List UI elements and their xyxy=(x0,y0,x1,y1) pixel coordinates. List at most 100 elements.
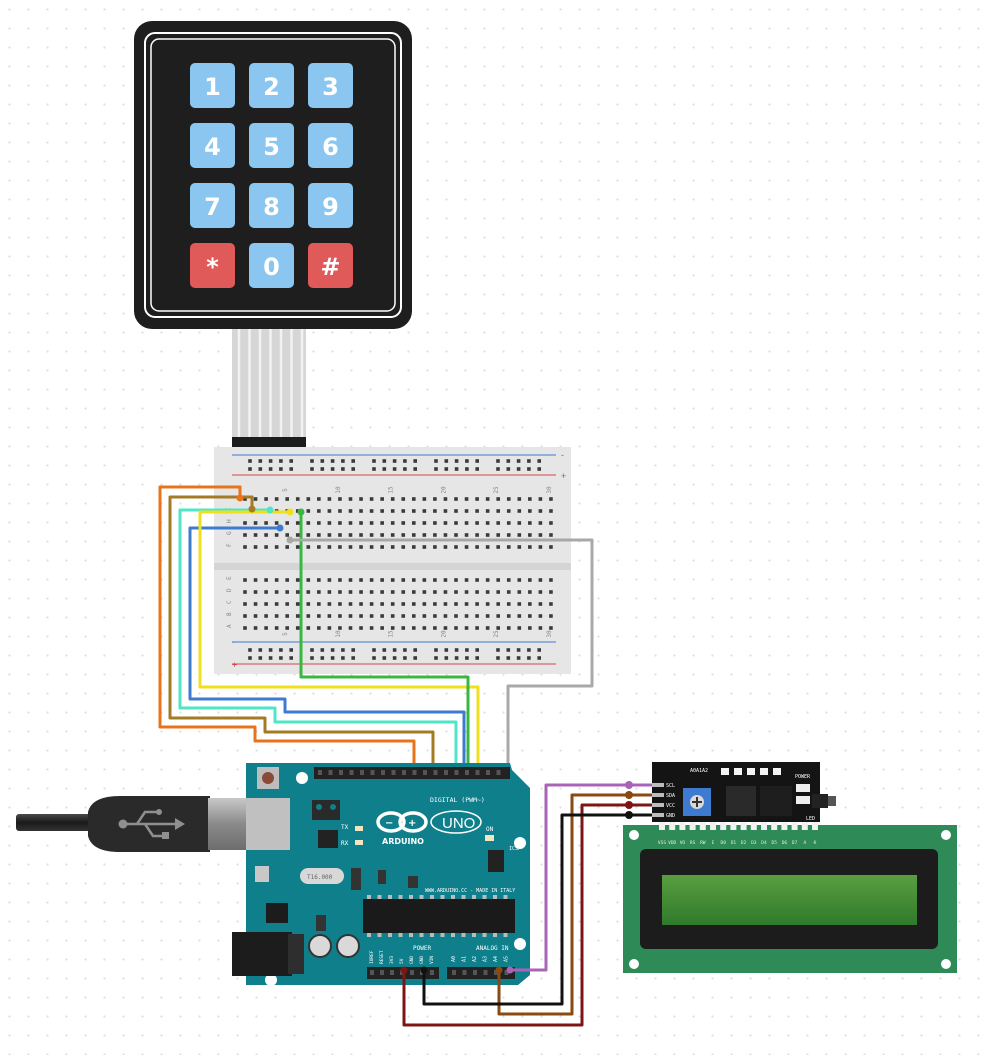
mount-hole xyxy=(514,938,526,950)
breadboard-hole xyxy=(264,545,268,549)
svg-text:−: − xyxy=(385,818,393,829)
key-cap[interactable] xyxy=(190,183,235,228)
breadboard-hole xyxy=(380,578,384,582)
key-cap[interactable] xyxy=(308,183,353,228)
key-cap[interactable] xyxy=(190,63,235,108)
breadboard-hole xyxy=(485,509,490,513)
breadboard-hole xyxy=(506,497,511,501)
chip-small xyxy=(318,830,338,848)
header-pin xyxy=(496,770,501,775)
lcd-pin xyxy=(710,822,716,830)
key-cap[interactable] xyxy=(190,243,235,288)
usb-cord xyxy=(16,814,96,831)
key-cap[interactable] xyxy=(308,63,353,108)
breadboard-hole xyxy=(454,656,459,660)
breadboard-hole xyxy=(496,578,500,582)
row-letter: D xyxy=(226,588,233,592)
breadboard-hole xyxy=(528,590,532,594)
reset-button-cap[interactable] xyxy=(262,772,274,784)
wire-blue xyxy=(188,526,466,774)
breadboard-hole xyxy=(372,648,376,652)
breadboard-hole xyxy=(401,614,406,618)
key-cap[interactable] xyxy=(308,243,353,288)
keypad-border-inner xyxy=(150,38,396,312)
key-cap[interactable] xyxy=(249,123,294,168)
keypad-key-2[interactable]: 2 xyxy=(249,63,294,108)
breadboard-hole xyxy=(475,648,479,652)
svg-text:+: + xyxy=(408,818,416,829)
i2c-pin xyxy=(652,793,664,797)
keypad-key-9[interactable]: 9 xyxy=(308,183,353,228)
keypad-key-hash[interactable]: # xyxy=(308,243,353,288)
breadboard-hole xyxy=(475,497,479,501)
keypad-key-4[interactable]: 4 xyxy=(190,123,235,168)
lcd-pin-label: E xyxy=(712,840,715,846)
breadboard-hole xyxy=(359,626,363,630)
lcd-pin-label: VDD xyxy=(668,840,676,846)
breadboard-hole xyxy=(369,578,374,582)
breadboard-hole xyxy=(433,521,437,525)
wire-purple-scl xyxy=(508,783,654,972)
keypad-key-7[interactable]: 7 xyxy=(190,183,235,228)
breadboard-hole xyxy=(359,590,363,594)
wires-i2c xyxy=(402,783,654,1027)
breadboard-hole xyxy=(506,614,511,618)
keypad-key-1[interactable]: 1 xyxy=(190,63,235,108)
keypad-key-star[interactable]: * xyxy=(190,243,235,288)
keypad-key-8[interactable]: 8 xyxy=(249,183,294,228)
key-cap[interactable] xyxy=(249,243,294,288)
breadboard-hole xyxy=(341,648,345,652)
keypad-border-outer xyxy=(144,32,402,318)
keypad-key-0[interactable]: 0 xyxy=(249,243,294,288)
crystal xyxy=(300,868,344,884)
on-label: ON xyxy=(486,826,494,833)
breadboard-hole xyxy=(475,614,479,618)
lcd-pin xyxy=(761,822,767,830)
breadboard-hole xyxy=(285,614,289,618)
wire-orange xyxy=(158,485,416,774)
breadboard-hole xyxy=(327,602,332,606)
key-cap[interactable] xyxy=(249,183,294,228)
breadboard-hole xyxy=(306,521,311,525)
key-cap[interactable] xyxy=(190,123,235,168)
breadboard-hole xyxy=(359,509,363,513)
breadboard-hole xyxy=(320,648,325,652)
header-pin xyxy=(473,970,477,975)
key-cap[interactable] xyxy=(308,123,353,168)
breadboard-hole xyxy=(380,614,384,618)
lcd-pin xyxy=(791,822,798,830)
breadboard-hole xyxy=(443,626,448,630)
keypad-key-6[interactable]: 6 xyxy=(308,123,353,168)
breadboard-hole xyxy=(443,602,448,606)
lcd-pin xyxy=(750,822,757,830)
breadboard-hole xyxy=(475,590,479,594)
breadboard-hole xyxy=(380,590,384,594)
power-pin-label: VIN xyxy=(429,956,435,964)
breadboard-hole xyxy=(413,467,417,471)
keypad-key-5[interactable]: 5 xyxy=(249,123,294,168)
keypad-key-3[interactable]: 3 xyxy=(308,63,353,108)
header-pin xyxy=(504,970,509,975)
header-pin xyxy=(370,970,374,975)
breadboard-hole xyxy=(443,509,448,513)
lcd-pin xyxy=(699,822,706,830)
breadboard-hole xyxy=(327,521,332,525)
breadboard-hole xyxy=(327,497,332,501)
lcd-pin-label: D4 xyxy=(761,840,767,846)
breadboard-hole xyxy=(464,497,469,501)
analog-pin-label: A0 xyxy=(451,956,457,962)
breadboard-hole xyxy=(338,521,342,525)
breadboard-hole xyxy=(285,590,289,594)
key-cap[interactable] xyxy=(249,63,294,108)
row-letter: F xyxy=(226,543,233,547)
lcd-pin-label: D2 xyxy=(741,840,747,846)
breadboard-hole xyxy=(390,602,395,606)
breadboard-hole xyxy=(464,602,469,606)
lcd-pin-label: K xyxy=(814,840,817,846)
led-jumper[interactable] xyxy=(812,794,828,808)
breadboard-hole xyxy=(338,614,342,618)
breadboard-hole xyxy=(401,590,406,594)
breadboard-hole xyxy=(274,521,279,525)
key-label: 5 xyxy=(263,133,280,161)
